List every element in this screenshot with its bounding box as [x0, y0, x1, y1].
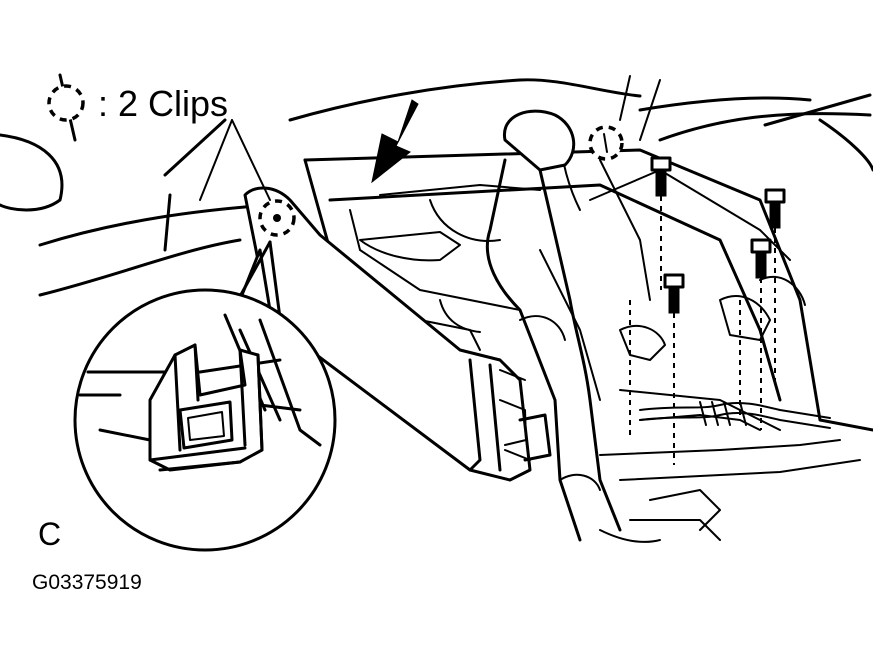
clip-location-upper: [588, 125, 624, 161]
clip-leader-lines: [199, 119, 271, 201]
bolts: [629, 156, 786, 465]
dashed-circle-clip-symbol: [47, 84, 85, 122]
clip-location-lower: [258, 199, 296, 237]
body-panel-outlines: [0, 73, 873, 297]
legend-text: : 2 Clips: [98, 83, 228, 124]
console-trim-panel: [243, 186, 552, 482]
view-letter: C: [38, 516, 61, 552]
bolt-1: [650, 156, 672, 290]
figure-code: G03375919: [32, 571, 142, 594]
clip-detail-magnifier: [73, 240, 337, 552]
bolt-3: [750, 238, 772, 430]
legend: : 2 Clips: [47, 83, 228, 124]
bolt-4: [663, 273, 685, 465]
shift-lever-tool: [485, 109, 622, 542]
removal-direction-arrow: [371, 99, 419, 184]
bolt-2: [764, 188, 786, 380]
